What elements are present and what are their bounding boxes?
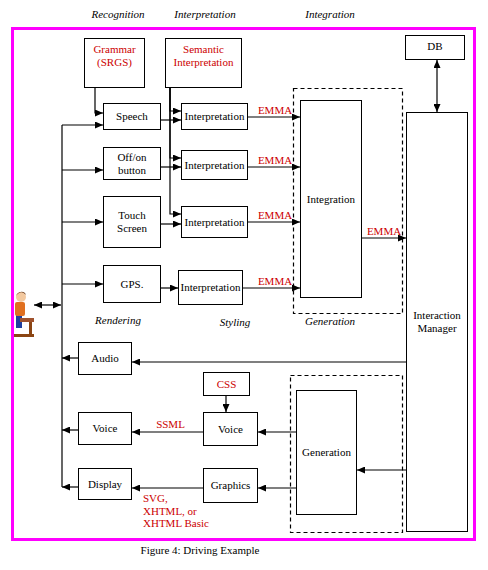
connector-arrow [161, 223, 181, 224]
process-box: Interpretation [181, 206, 248, 238]
box-label: CSS [217, 378, 237, 391]
column-heading: Generation [290, 315, 370, 328]
process-box: Interaction Manager [406, 112, 468, 532]
process-box: GPS. [103, 265, 161, 303]
box-label: Semantic Interpretation [166, 43, 241, 68]
connector-arrow [362, 237, 406, 238]
box-label: Off/on button [104, 151, 160, 176]
box-label: Grammar (SRGS) [85, 43, 144, 68]
connector-arrow [161, 166, 181, 167]
column-heading: Interpretation [166, 8, 244, 21]
person-head [16, 292, 26, 302]
process-box: Generation [296, 390, 357, 515]
process-box: Graphics [203, 468, 258, 503]
desk-top [20, 318, 34, 322]
process-box: Interpretation [178, 270, 243, 305]
user-arrow [34, 304, 61, 305]
connector-arrow [170, 88, 181, 158]
box-label: GPS. [121, 278, 144, 291]
process-box: Integration [300, 100, 362, 298]
connector-arrow [132, 487, 203, 488]
process-box: Grammar (SRGS) [84, 38, 145, 88]
input-arrow [62, 124, 103, 125]
process-box: Voice [203, 412, 258, 446]
box-label: Voice [93, 422, 118, 435]
connector-arrow [161, 119, 181, 120]
connector-arrow [248, 221, 300, 222]
connector-arrow [436, 60, 437, 112]
integration-group [294, 89, 403, 314]
box-label: Interpretation [185, 159, 245, 172]
box-label: Generation [302, 446, 351, 459]
column-heading: Recognition [80, 8, 156, 21]
edge-label: SVG, XHTML, or XHTML Basic [143, 492, 211, 530]
connector-arrow [258, 431, 296, 432]
process-box: Display [78, 468, 132, 500]
box-label: Interpretation [181, 281, 241, 294]
edge-label: EMMA [255, 154, 295, 167]
edge-label: SSML [148, 418, 193, 431]
box-label: Audio [91, 352, 119, 365]
edge-label: EMMA [255, 104, 295, 117]
connector-arrow [258, 487, 296, 488]
box-label: Interaction Manager [407, 309, 467, 334]
column-heading: Styling [195, 316, 275, 329]
process-box: DB [405, 35, 465, 60]
process-box: Off/on button [103, 147, 161, 180]
box-label: Interpretation [185, 110, 245, 123]
box-label: Touch Screen [104, 209, 160, 234]
box-label: Voice [218, 423, 243, 436]
box-label: Integration [307, 193, 355, 206]
edge-label: EMMA [255, 275, 295, 288]
process-box: Touch Screen [103, 196, 161, 248]
connector-arrow [225, 396, 226, 412]
process-box: Interpretation [181, 103, 248, 130]
column-heading: Rendering [80, 314, 156, 327]
connector-arrow [95, 88, 103, 113]
output-arrow [62, 486, 78, 487]
person-hair [16, 292, 26, 296]
input-arrow [62, 169, 103, 170]
process-box: Interpretation [181, 150, 248, 180]
process-box: Speech [103, 103, 161, 130]
process-box: Audio [78, 342, 132, 375]
user-bus-line [61, 125, 62, 487]
process-box: CSS [203, 372, 250, 396]
box-label: DB [427, 40, 442, 53]
connector-arrow [161, 287, 178, 288]
process-box: Voice [78, 412, 132, 445]
outer-frame [13, 29, 475, 540]
column-heading: Integration [290, 8, 370, 21]
connector-arrow [248, 166, 300, 167]
output-arrow [62, 429, 78, 430]
edge-label: EMMA [255, 209, 295, 222]
connector-arrow [170, 88, 181, 214]
output-arrow [62, 357, 78, 358]
connector-arrow [132, 361, 406, 362]
desk-leg [29, 322, 32, 336]
process-box: Semantic Interpretation [165, 38, 242, 88]
desk-base [14, 334, 34, 337]
edge-label: EMMA [363, 225, 405, 238]
connector-arrow [132, 431, 203, 432]
input-arrow [62, 221, 103, 222]
box-label: Graphics [211, 479, 251, 492]
connector-arrow [248, 116, 300, 117]
figure-caption: Figure 4: Driving Example [110, 544, 290, 557]
box-label: Interpretation [185, 216, 245, 229]
generation-group [291, 376, 403, 533]
person-body [15, 302, 25, 316]
person-icon [14, 292, 34, 337]
connector-arrow [243, 287, 300, 288]
connector-arrow [357, 469, 406, 470]
input-arrow [62, 283, 103, 284]
connector-arrow [170, 88, 181, 111]
box-label: Display [88, 478, 122, 491]
box-label: Speech [116, 110, 148, 123]
